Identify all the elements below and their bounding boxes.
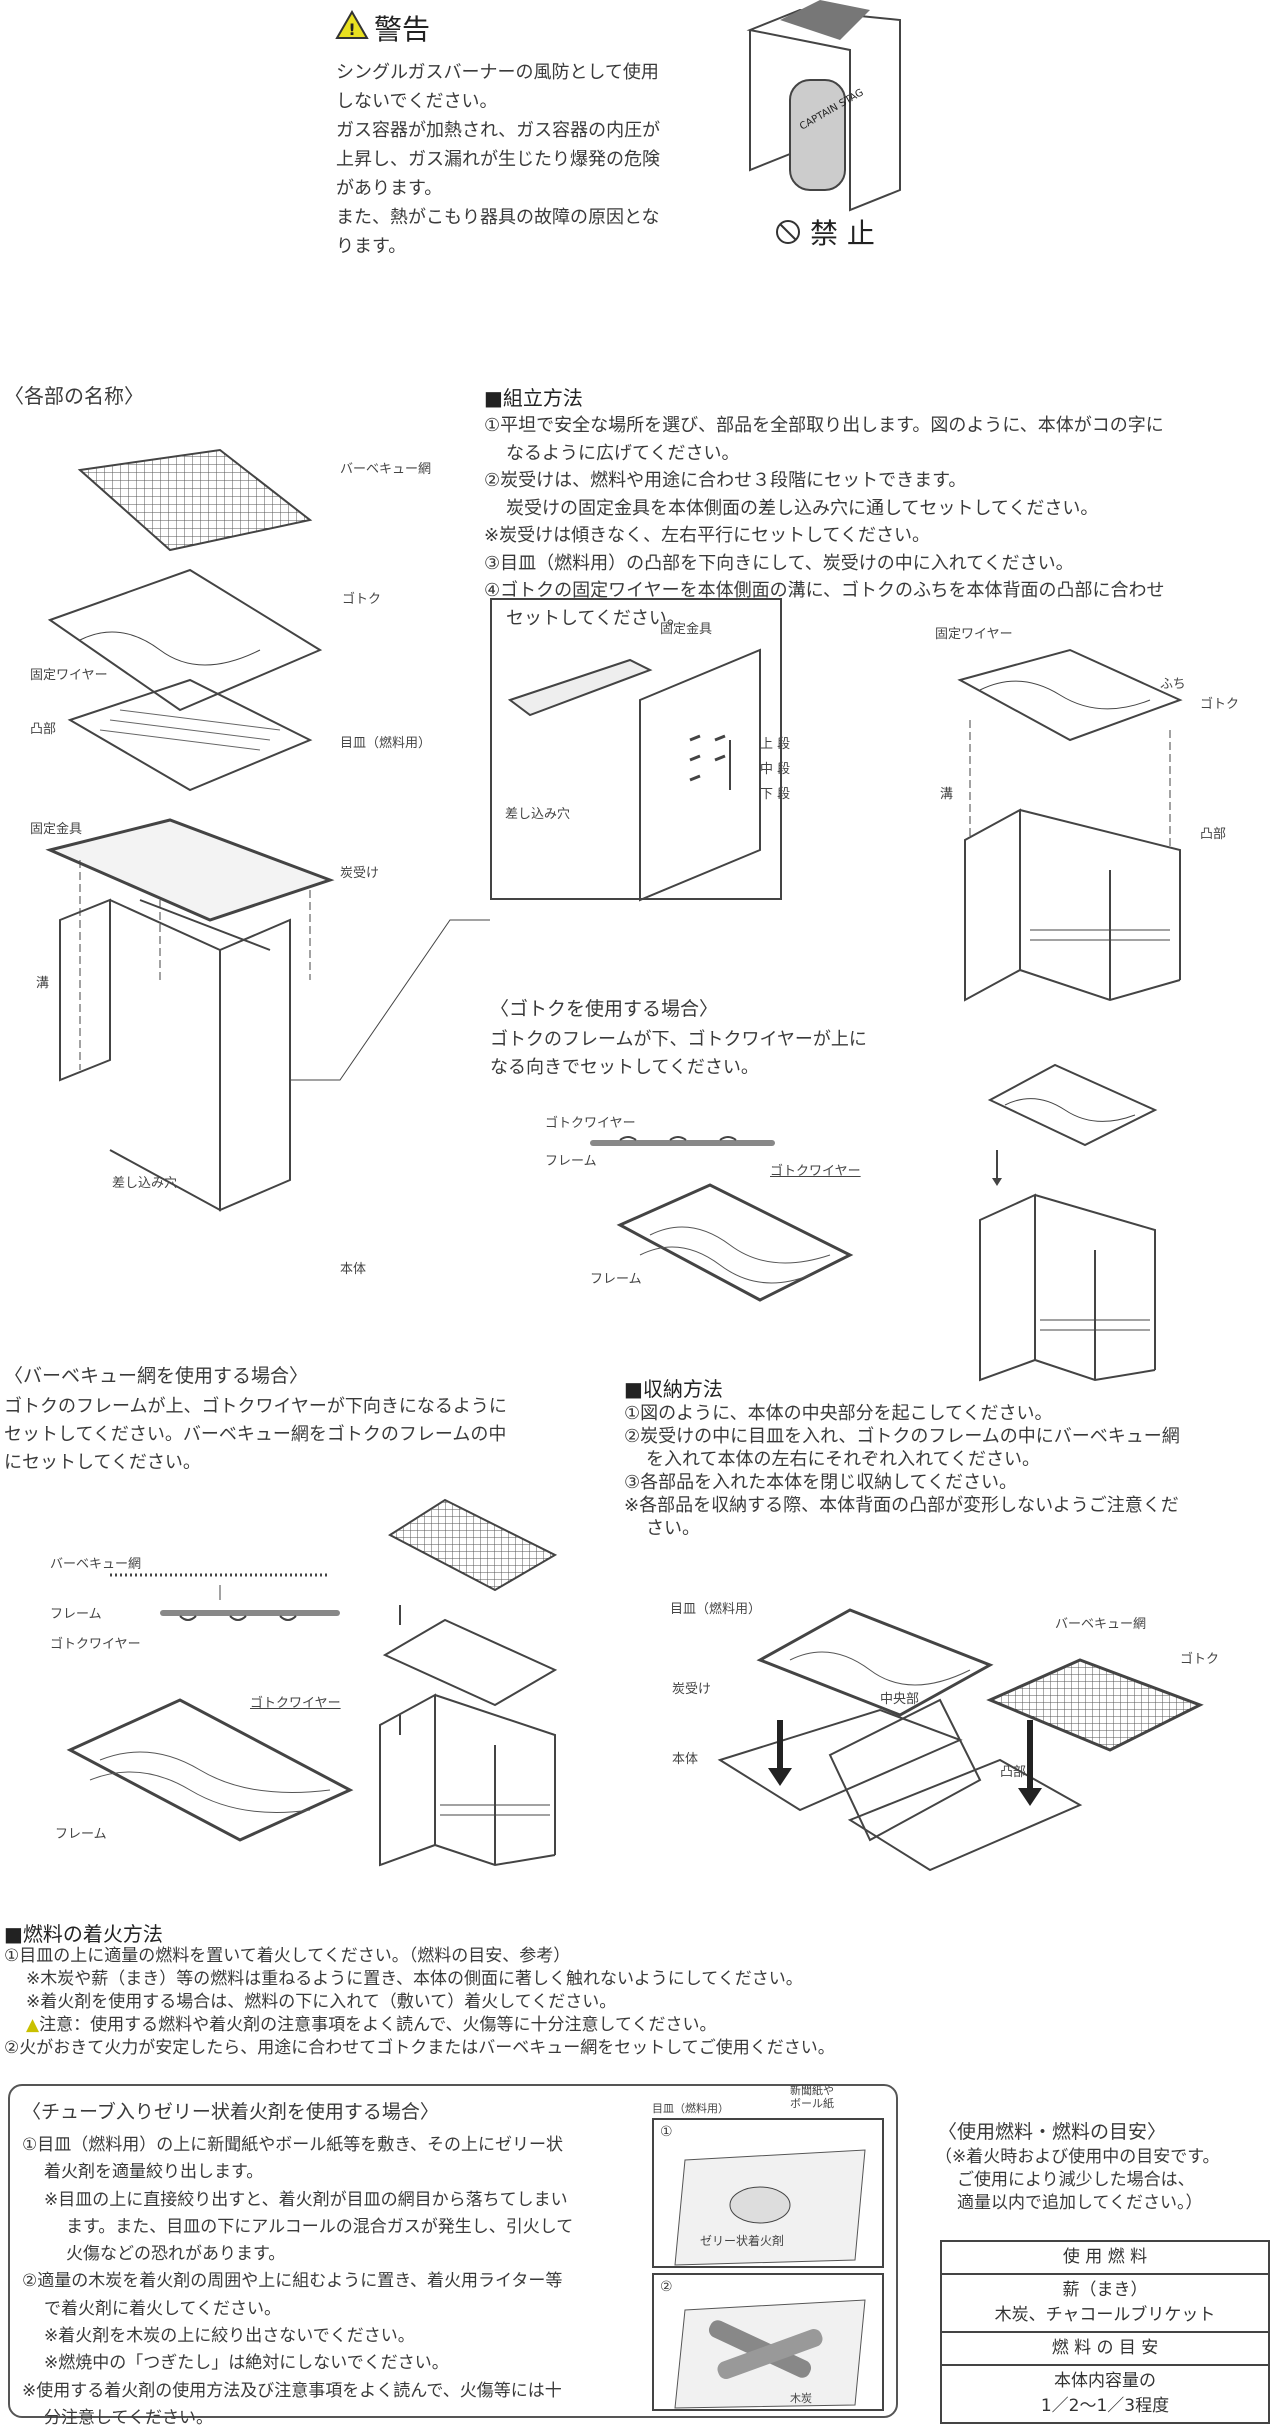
assembly-right-diagram xyxy=(957,648,1183,1002)
label-gotoku: ゴトク xyxy=(342,592,382,607)
fuel-table-header-fuel: 使 用 燃 料 xyxy=(940,2240,1270,2275)
gel-fig-1 xyxy=(652,2118,884,2268)
detail-label-bracket: 固定金具 xyxy=(660,622,713,637)
gotoku-side-diagram xyxy=(590,1136,775,1146)
storage-label-net: バーベキュー網 xyxy=(1055,1617,1147,1632)
label-groove: 溝 xyxy=(36,976,50,991)
assembly-title: ■組立方法 xyxy=(484,386,583,410)
storage-label-grate: 目皿（燃料用） xyxy=(670,1602,762,1617)
fuel-note: （※着火時および使用中の目安です。ご使用により減少した場合は、適量以内で追加して… xyxy=(935,2147,1220,2213)
gotoku-top-diagram xyxy=(616,1183,854,1302)
detail-label-lower: 下 段 xyxy=(760,787,791,802)
prohibited-label: 禁 止 xyxy=(810,217,875,250)
storage-label-center: 中央部 xyxy=(880,1692,920,1707)
label-bbq-net: バーベキュー網 xyxy=(340,462,432,477)
prohibited-icon xyxy=(776,220,800,244)
detail-label-slot: 差し込み穴 xyxy=(505,807,571,822)
gotoku-use-text: ゴトクのフレームが下、ゴトクワイヤーが上になる向きでセットしてください。 xyxy=(490,1029,867,1078)
gel-fig-charcoal: 木炭 xyxy=(790,2392,812,2405)
label-charcoal-tray: 炭受け xyxy=(340,866,380,881)
gel-fig-paper: 新聞紙や ボール紙 xyxy=(790,2084,834,2110)
gel-title: 〈チューブ入りゼリー状着火剤を使用する場合〉 xyxy=(22,2101,439,2123)
bbq-label-frame-1: フレーム xyxy=(50,1607,102,1622)
assembly-steps: ①平坦で安全な場所を選び、部品を全部取り出します。図のように、本体がコの字になる… xyxy=(484,415,1165,629)
detail-label-middle: 中 段 xyxy=(760,762,791,777)
gel-fig-num-2: ② xyxy=(660,2279,673,2295)
fuel-table-header-amount: 燃 料 の 目 安 xyxy=(940,2331,1270,2366)
warning-text: シングルガスバーナーの風防として使用しないでください。ガス容器が加熱され、ガス容… xyxy=(336,62,661,257)
right-label-groove: 溝 xyxy=(940,787,954,802)
ignition-title: ■燃料の着火方法 xyxy=(4,1922,163,1946)
bbq-label-frame-2: フレーム xyxy=(55,1827,107,1842)
right-label-convex: 凸部 xyxy=(1200,827,1227,842)
warning-icon: ! xyxy=(335,9,369,39)
bbq-label-wire-1: ゴトクワイヤー xyxy=(50,1637,141,1652)
gel-starter-box xyxy=(8,2084,898,2418)
label-grate: 目皿（燃料用） xyxy=(340,736,432,751)
storage-label-convex: 凸部 xyxy=(1000,1765,1027,1780)
gel-fig-gel: ゼリー状着火剤 xyxy=(700,2234,785,2248)
slot-detail-diagram xyxy=(507,648,761,902)
label-convex: 凸部 xyxy=(30,722,57,737)
gotoku-use-title: 〈ゴトクを使用する場合〉 xyxy=(490,998,719,1020)
gel-steps: ①目皿（燃料用）の上に新聞紙やボール紙等を敷き、その上にゼリー状着火剤を適量絞り… xyxy=(22,2135,574,2428)
stove-illustration: CAPTAIN STAG xyxy=(746,0,901,212)
right-label-rim: ふち xyxy=(1160,677,1186,692)
right-label-fixing-wire: 固定ワイヤー xyxy=(935,627,1013,642)
svg-text:!: ! xyxy=(348,20,355,39)
ignition-steps: ①目皿の上に適量の燃料を置いて着火してください。（燃料の目安、参考）※木炭や薪（… xyxy=(4,1946,835,2058)
gel-fig-num-1: ① xyxy=(660,2124,673,2140)
gotoku-set-diagram xyxy=(979,1063,1158,1382)
fuel-title: 〈使用燃料・燃料の目安〉 xyxy=(938,2121,1167,2143)
bbq-label-net: バーベキュー網 xyxy=(50,1557,142,1572)
label-slot: 差し込み穴 xyxy=(112,1176,178,1191)
label-fixing-bracket: 固定金具 xyxy=(30,822,83,837)
label-body: 本体 xyxy=(340,1262,367,1277)
storage-diagram xyxy=(717,1608,1204,1872)
gotoku-label-frame-1: フレーム xyxy=(545,1154,597,1169)
storage-label-gotoku: ゴトク xyxy=(1180,1652,1220,1667)
gotoku-label-frame-2: フレーム xyxy=(590,1272,642,1287)
storage-steps: ①図のように、本体の中央部分を起こしてください。②炭受けの中に目皿を入れ、ゴトク… xyxy=(624,1403,1180,1539)
gotoku-label-wire-1: ゴトクワイヤー xyxy=(545,1116,636,1131)
gel-fig-drawings xyxy=(674,2149,866,2409)
fuel-table: 使 用 燃 料 薪（まき）木炭、チャコールブリケット 燃 料 の 目 安 本体内… xyxy=(940,2240,1270,2424)
bbq-label-wire-2: ゴトクワイヤー xyxy=(250,1696,341,1711)
gel-fig-grate: 目皿（燃料用） xyxy=(652,2102,729,2115)
label-fixing-wire: 固定ワイヤー xyxy=(30,668,108,683)
gotoku-label-wire-2: ゴトクワイヤー xyxy=(770,1164,861,1179)
storage-label-tray: 炭受け xyxy=(672,1682,712,1697)
bbq-set-diagram xyxy=(379,1498,558,1867)
storage-title: ■収納方法 xyxy=(624,1377,723,1401)
storage-label-body: 本体 xyxy=(672,1752,699,1767)
parts-exploded-diagram xyxy=(45,448,490,1212)
bbq-use-text: ゴトクのフレームが上、ゴトクワイヤーが下向きになるようにセットしてください。バー… xyxy=(4,1396,507,1473)
bbq-use-title: 〈バーベキュー網を使用する場合〉 xyxy=(4,1365,309,1387)
bbq-side-diagram xyxy=(110,1573,340,1621)
detail-label-upper: 上 段 xyxy=(760,737,791,752)
gel-fig-2 xyxy=(652,2273,884,2411)
slot-detail-box xyxy=(490,598,782,900)
warning-title: 警告 xyxy=(374,13,431,46)
caution-icon: ▲ xyxy=(26,2015,40,2035)
fuel-table-fuel-values: 薪（まき）木炭、チャコールブリケット xyxy=(940,2273,1270,2333)
bbq-top-diagram xyxy=(66,1698,354,1842)
right-label-gotoku: ゴトク xyxy=(1200,697,1240,712)
parts-title: 〈各部の名称〉 xyxy=(4,384,144,408)
